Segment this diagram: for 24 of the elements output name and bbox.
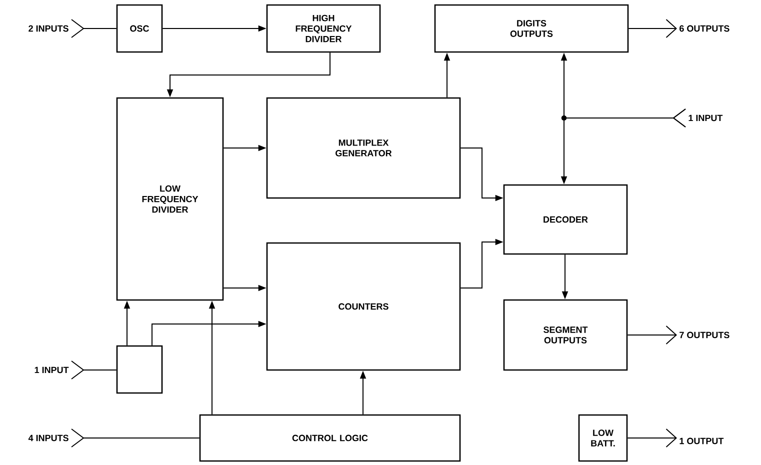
block-box: LOW FREQUENCY DIVIDER [116,97,224,301]
terminal-label: 1 OUTPUT [680,438,724,444]
terminal-label: 6 OUTPUTS [680,25,730,32]
block-box: HIGH FREQUENCY DIVIDER [266,4,381,53]
arrow [71,19,117,38]
terminal-label: 2 INPUTS [28,25,68,32]
terminal-label: 4 INPUTS [28,434,68,442]
block-box: DIGITS OUTPUTS [434,4,629,53]
block-box: OSC [116,4,163,53]
arrow [627,326,677,344]
arrow [71,360,117,380]
block-box: SEGMENT OUTPUTS [503,299,628,371]
block-box: MULTIPLEX GENERATOR [266,97,461,199]
terminal-label: 1 INPUT [34,366,69,374]
empty-box [116,345,163,394]
arrow [628,19,677,38]
terminal-label: 1 INPUT [688,114,723,122]
block-box: LOW BATT. [578,414,628,462]
terminal-label: 7 OUTPUTS [680,332,730,338]
arrow [627,428,677,448]
arrow [71,428,200,448]
block-box: CONTROL LOGIC [199,414,461,462]
block-box: DECODER [503,184,628,255]
block-box: COUNTERS [266,242,461,371]
